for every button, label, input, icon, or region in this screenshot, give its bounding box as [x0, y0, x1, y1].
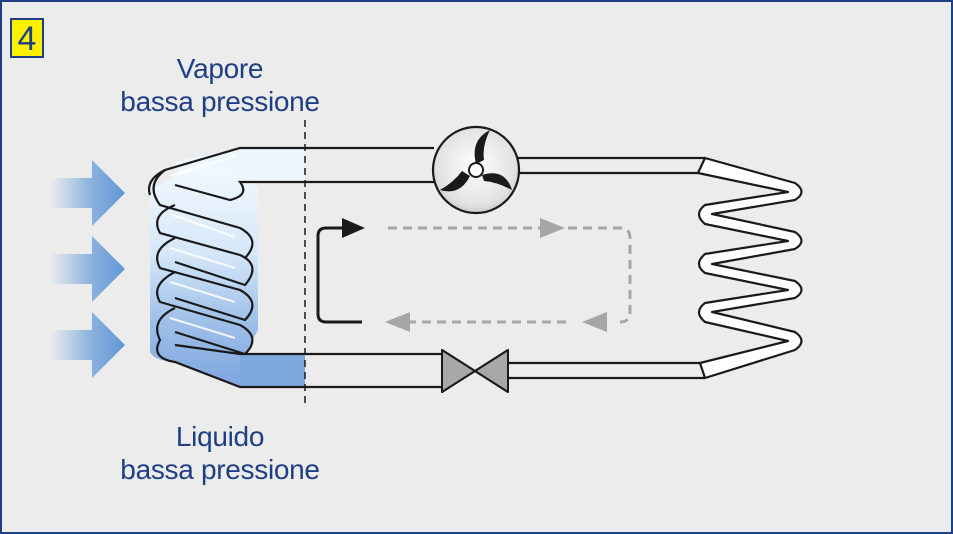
dashed-flow-arrowhead [385, 312, 410, 332]
top-label-vapor-low-pressure: Vapore bassa pressione [70, 52, 370, 118]
air-inflow-arrow-icon [50, 160, 125, 226]
bottom-label-line2: bassa pressione [120, 454, 320, 485]
air-inflow-arrow-icon [50, 312, 125, 378]
dashed-flow-arrowhead [582, 312, 607, 332]
air-inflow-arrows [50, 160, 125, 378]
dashed-flow-loop [385, 218, 632, 332]
dashed-flow-arrowhead [540, 218, 565, 238]
flow-direction-arrow [316, 218, 365, 324]
evaporator-coil [147, 146, 305, 389]
refrigerant-pipes [305, 146, 705, 389]
fan-icon [431, 125, 521, 215]
top-label-line2: bassa pressione [120, 86, 320, 117]
top-label-line1: Vapore [176, 53, 264, 84]
bottom-label-line1: Liquido [175, 421, 265, 452]
expansion-valve-icon [441, 349, 509, 393]
step-number-badge: 4 [10, 18, 44, 58]
condenser-coil [696, 156, 803, 380]
air-inflow-arrow-icon [50, 236, 125, 302]
bottom-label-liquid-low-pressure: Liquido bassa pressione [70, 420, 370, 486]
